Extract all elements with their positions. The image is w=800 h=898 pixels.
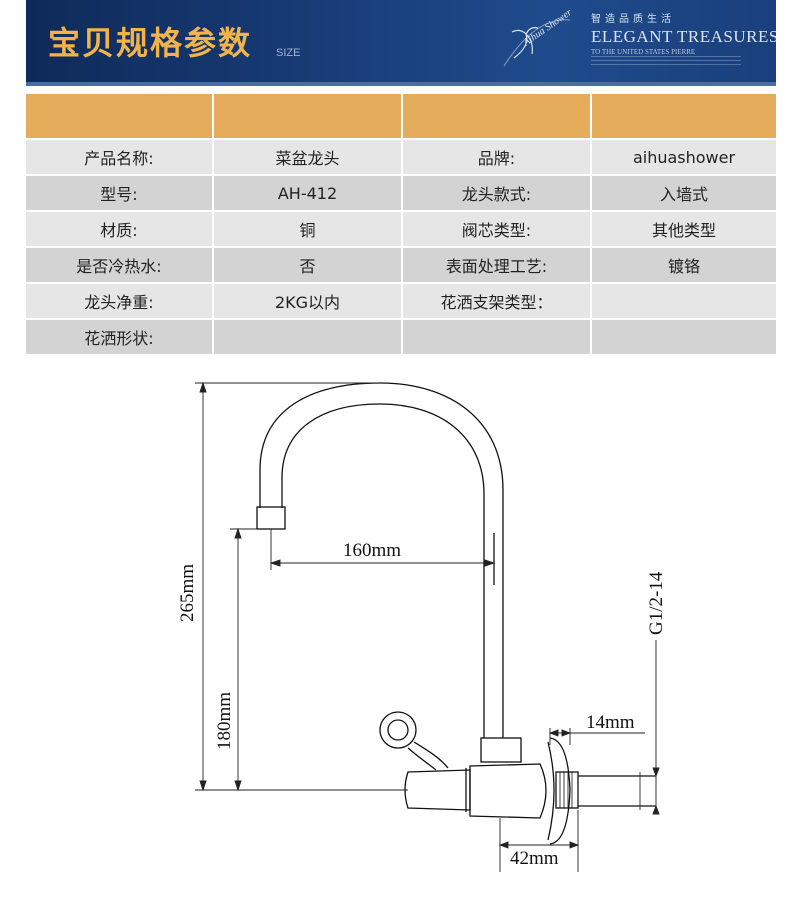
spec-label: 龙头款式: <box>403 176 592 212</box>
spec-value: aihuashower <box>592 140 776 176</box>
thread-connector <box>555 771 579 809</box>
dim-spout-height-label: 180mm <box>214 692 235 750</box>
spec-value: 2KG以内 <box>214 284 403 320</box>
spec-table: 产品名称: 菜盆龙头 品牌: aihuashower 型号: AH-412 龙头… <box>26 94 776 356</box>
table-row: 是否冷热水: 否 表面处理工艺: 镀铬 <box>26 248 776 284</box>
dim-thread-label: G1/2-14 <box>646 571 667 635</box>
table-header-row <box>26 94 776 140</box>
wall-flange <box>549 737 571 845</box>
spec-value: 菜盆龙头 <box>214 140 403 176</box>
header-cell <box>592 94 776 140</box>
header-banner: 宝贝规格参数 SIZE Aihua Shower 智造品质生活 ELEGANT … <box>26 0 776 82</box>
spec-value: 镀铬 <box>592 248 776 284</box>
aerator-tip <box>256 506 286 530</box>
spec-label: 龙头净重: <box>26 284 214 320</box>
spec-label: 是否冷热水: <box>26 248 214 284</box>
spout-inner-outline <box>281 403 485 738</box>
slogan-sub: TO THE UNITED STATES PIERRE <box>591 48 696 56</box>
spec-label: 花洒形状: <box>26 320 214 356</box>
table-row: 产品名称: 菜盆龙头 品牌: aihuashower <box>26 140 776 176</box>
decorative-lines <box>591 56 741 68</box>
brand-logo-icon: Aihua Shower <box>503 7 574 67</box>
handle-knob <box>379 711 417 749</box>
spec-value: 入墙式 <box>592 176 776 212</box>
spec-value: 铜 <box>214 212 403 248</box>
spec-label: 材质: <box>26 212 214 248</box>
header-cell <box>214 94 403 140</box>
table-row: 型号: AH-412 龙头款式: 入墙式 <box>26 176 776 212</box>
spout-outer-outline <box>259 382 504 738</box>
valve-body <box>404 769 471 811</box>
spec-value: 否 <box>214 248 403 284</box>
dim-total-height-label: 265mm <box>177 564 198 622</box>
slogan-cn: 智造品质生活 <box>591 14 675 25</box>
spout-collar <box>480 737 522 763</box>
header-cell <box>403 94 592 140</box>
spec-label: 品牌: <box>403 140 592 176</box>
dim-flange-label: 14mm <box>586 712 635 733</box>
spec-label <box>403 320 592 356</box>
handle-arm <box>413 741 449 769</box>
dim-body-label: 42mm <box>510 848 559 869</box>
dim-reach-label: 160mm <box>343 540 401 561</box>
spec-label: 产品名称: <box>26 140 214 176</box>
faucet-dimension-drawing: 160mm 265mm 180mm G1/2-14 14mm 42mm <box>177 381 667 872</box>
spec-label: 花洒支架类型： <box>403 284 592 320</box>
size-label: SIZE <box>276 47 301 59</box>
header-cell <box>26 94 214 140</box>
slogan-block: 智造品质生活 ELEGANT TREASURES TO THE UNITED S… <box>591 10 776 56</box>
spec-value <box>214 320 403 356</box>
spec-label: 阀芯类型: <box>403 212 592 248</box>
spec-label: 型号: <box>26 176 214 212</box>
slogan-en: ELEGANT TREASURES <box>591 27 776 46</box>
spec-value <box>592 320 776 356</box>
table-row: 龙头净重: 2KG以内 花洒支架类型： <box>26 284 776 320</box>
table-row: 材质: 铜 阀芯类型: 其他类型 <box>26 212 776 248</box>
spec-value: AH-412 <box>214 176 403 212</box>
table-row: 花洒形状: <box>26 320 776 356</box>
page-title: 宝贝规格参数 <box>48 24 253 62</box>
logo-text: Aihua Shower <box>521 7 574 49</box>
spec-value: 其他类型 <box>592 212 776 248</box>
spec-label: 表面处理工艺: <box>403 248 592 284</box>
banner-divider <box>26 82 776 86</box>
spec-value <box>592 284 776 320</box>
